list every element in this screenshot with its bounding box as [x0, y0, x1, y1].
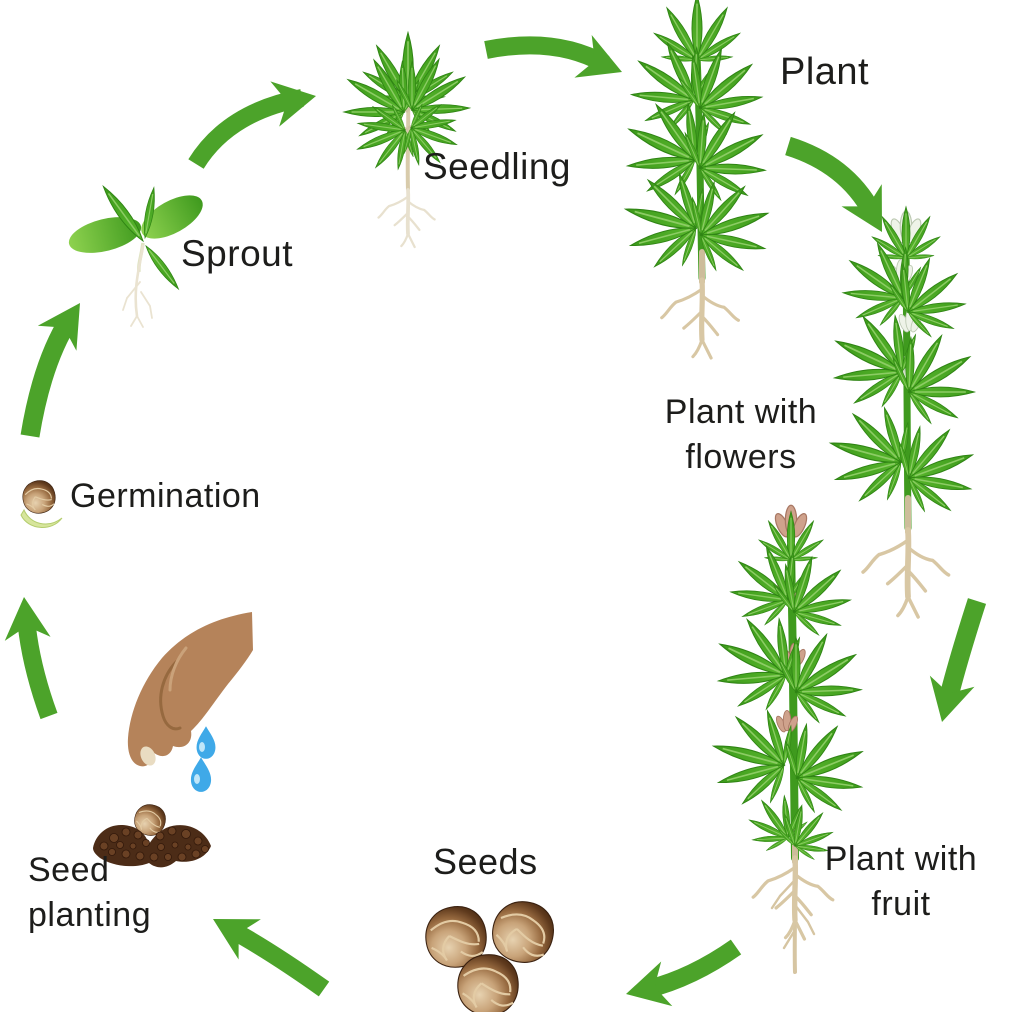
arrow-plant-to-flowers-icon [785, 136, 903, 244]
arrow-sprout-to-seedling-icon [188, 73, 321, 169]
water-drops-icon [190, 726, 216, 792]
seedling-label: Seedling [423, 146, 572, 187]
plant-with-flowers-illustration [815, 207, 994, 617]
seed-planting-illustration [93, 612, 253, 868]
plant-with-flowers-label: Plant with flowers [664, 393, 818, 476]
seeds-illustration [419, 896, 559, 1012]
seedling-illustration [325, 33, 487, 249]
hand-icon [127, 612, 253, 767]
plant-label: Plant [780, 51, 870, 93]
arrow-planting-to-germination-icon [1, 594, 58, 720]
arrow-seedling-to-plant-icon [484, 34, 631, 94]
sprout-illustration [68, 182, 203, 328]
sprout-label: Sprout [181, 233, 294, 274]
arrow-flowers-to-fruit-icon [919, 598, 987, 728]
seeds-label: Seeds [433, 841, 538, 882]
plant-illustration [608, 0, 785, 358]
germination-illustration [18, 476, 63, 528]
plant-with-fruit-label: Plant with fruit [824, 840, 978, 923]
cycle-arrows [1, 34, 987, 1012]
germination-label: Germination [70, 477, 261, 515]
arrow-fruit-to-seeds-icon [620, 939, 742, 1012]
plant-with-fruit-illustration [699, 504, 882, 974]
arrow-seeds-to-planting-icon [201, 898, 330, 997]
seed-planting-label: Seed planting [28, 851, 152, 934]
arrow-germination-to-sprout-icon [20, 290, 100, 438]
soil-mound-icon [93, 824, 211, 868]
